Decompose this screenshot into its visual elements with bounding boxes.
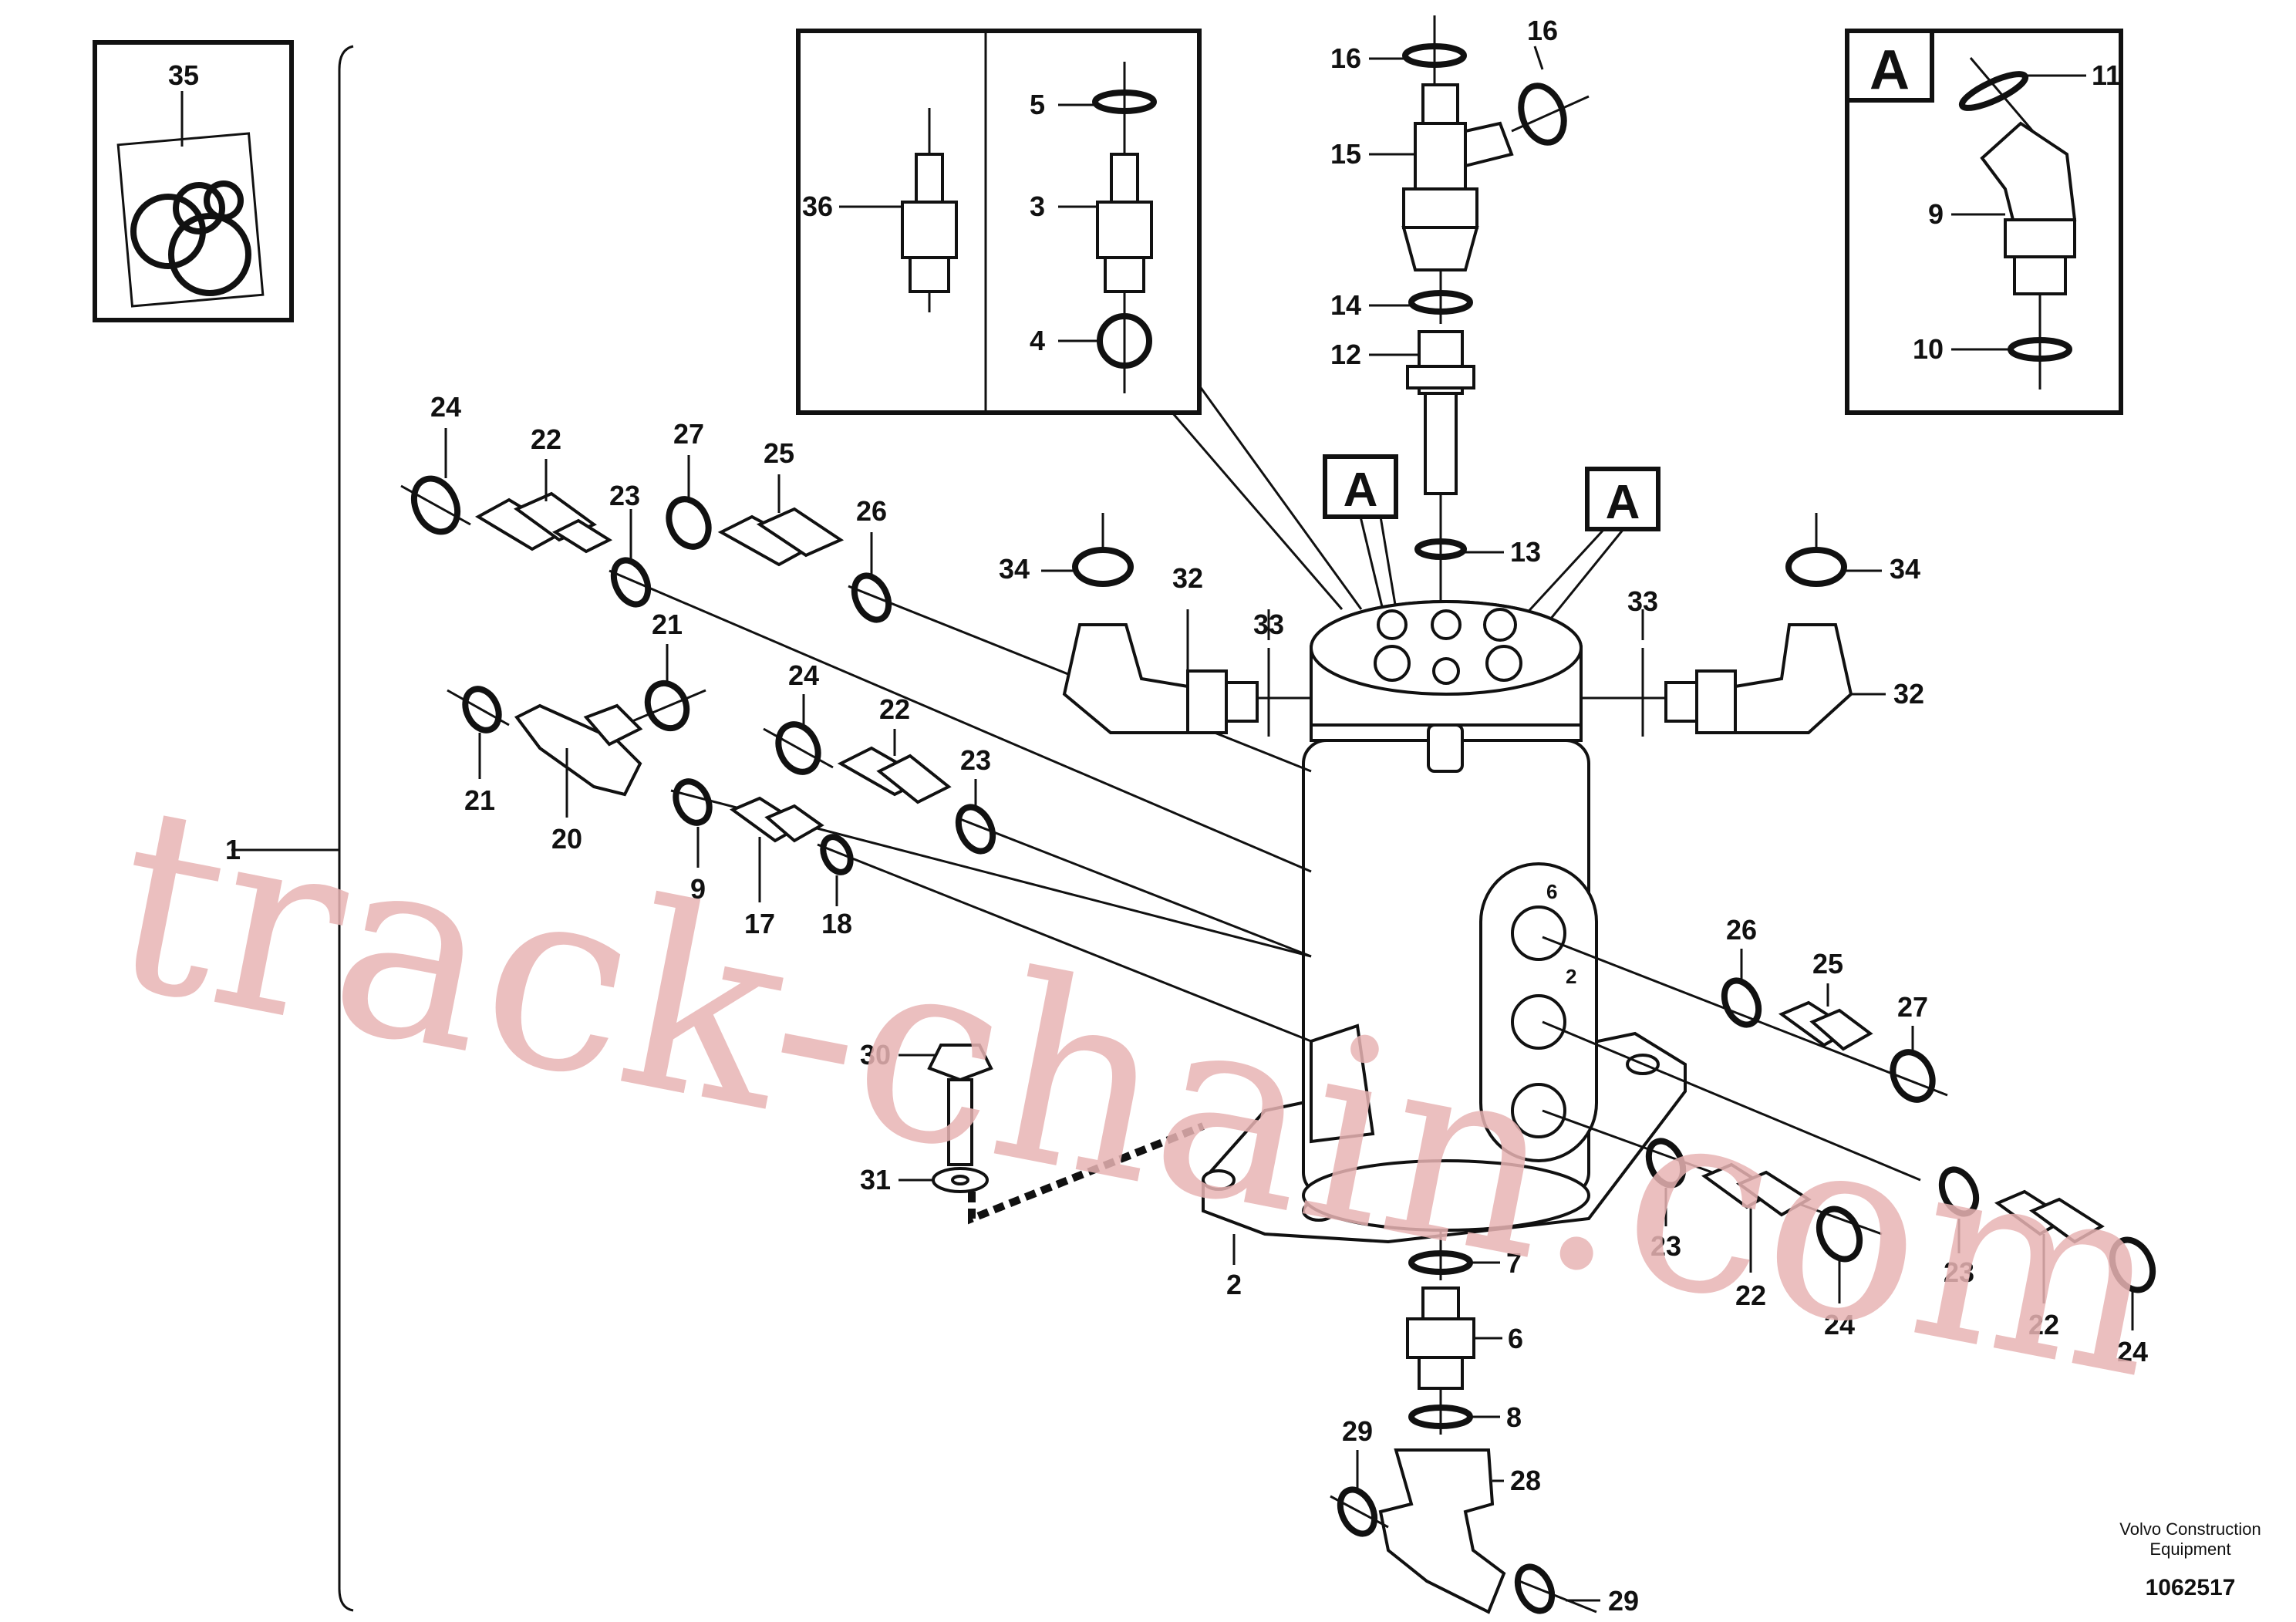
callout-28: 28: [1510, 1465, 1541, 1496]
callout-26-right: 26: [1726, 914, 1757, 946]
elbow-right-32: 34 32 33: [1581, 513, 1924, 737]
detail-a-marker-right: A: [1522, 467, 1660, 649]
top-fitting-stack: 16 16 15 14 12 13: [1330, 15, 1590, 609]
callout-22-lower-right-b: 22: [2028, 1309, 2059, 1340]
watermark: track-chain.com: [92, 748, 2186, 1435]
callout-35: 35: [168, 59, 199, 91]
callout-22-lower-right-a: 22: [1735, 1280, 1766, 1311]
callout-33-left: 33: [1253, 609, 1284, 640]
callout-24-upper-left: 24: [430, 391, 461, 423]
callout-17: 17: [744, 908, 775, 939]
callout-18: 18: [821, 908, 852, 939]
callout-15: 15: [1330, 138, 1361, 170]
bottom-fitting-stack: 7 6 8 28 29 29: [1330, 1230, 1639, 1617]
callout-12: 12: [1330, 339, 1361, 370]
svg-text:A: A: [1344, 464, 1378, 517]
callout-32-right: 32: [1893, 678, 1924, 710]
callout-32-left: 32: [1172, 562, 1203, 594]
callout-25-upper-left: 25: [764, 437, 794, 469]
callout-23-mid: 23: [960, 744, 991, 776]
swivel-joint-body: 6 2: [1202, 600, 1687, 1244]
right-lower-fittings: 23 22 24 23 22 24: [1542, 1020, 2156, 1367]
callout-23-lower-right-b: 23: [1944, 1256, 1974, 1288]
callout-31: 31: [860, 1164, 891, 1195]
callout-10: 10: [1913, 333, 1944, 365]
callout-20: 20: [551, 823, 582, 855]
callout-34-right: 34: [1890, 553, 1920, 585]
callout-4: 4: [1030, 325, 1045, 356]
right-upper-fittings: 26 25 27: [1542, 914, 1948, 1103]
port-label-2: 2: [1566, 965, 1576, 988]
document-number: 1062517: [2146, 1575, 2236, 1600]
callout-6: 6: [1508, 1323, 1523, 1354]
callout-26-upper-left: 26: [856, 495, 887, 527]
callout-33-right: 33: [1627, 585, 1658, 617]
callout-11: 11: [2092, 59, 2121, 91]
callout-23-upper-left: 23: [609, 480, 640, 511]
tee-fitting-28: [1378, 1448, 1506, 1614]
port-label-6: 6: [1546, 880, 1557, 903]
detail-box-fittings-3-36: 36 5 3 4: [796, 29, 1202, 415]
credit-line-1: Volvo Construction: [2119, 1519, 2261, 1539]
callout-22-upper-left: 22: [531, 423, 561, 455]
callout-21-top: 21: [652, 609, 683, 640]
detail-box-kit-35: 35: [93, 40, 294, 322]
callout-16-left: 16: [1330, 42, 1361, 74]
callout-9: 9: [690, 873, 706, 905]
elbow-left-32: 34 32 33: [999, 513, 1311, 737]
bolt-and-washer: 30 31: [860, 1039, 1205, 1225]
callout-30: 30: [860, 1039, 891, 1071]
callout-36: 36: [802, 191, 833, 222]
callout-2: 2: [1226, 1269, 1242, 1300]
tee-fitting-15: [1414, 122, 1467, 191]
detail-a-letter: A: [1870, 39, 1910, 101]
left-upper-fittings: 24 22 23 27 25 26: [400, 391, 1312, 873]
svg-text:A: A: [1606, 476, 1640, 529]
assembly-bracket: [338, 45, 354, 1612]
callout-9-detail: 9: [1928, 198, 1944, 230]
callout-27-upper-left: 27: [673, 418, 704, 450]
credit-line-2: Equipment: [2149, 1539, 2230, 1559]
callout-25-right: 25: [1812, 948, 1843, 980]
callout-27-right: 27: [1897, 991, 1928, 1023]
callout-29-top: 29: [1342, 1415, 1373, 1447]
callout-34-left: 34: [999, 553, 1030, 585]
detail-a-marker-left: A: [1323, 454, 1401, 633]
callout-13: 13: [1510, 536, 1541, 568]
callout-24-mid: 24: [788, 659, 819, 691]
callout-1: 1: [225, 834, 241, 865]
tee-fitting-20: [514, 703, 642, 797]
callout-8: 8: [1506, 1401, 1522, 1433]
callout-5: 5: [1030, 89, 1045, 120]
callout-23-lower-right-a: 23: [1650, 1230, 1681, 1262]
left-mid-fittings: 21 21 20 9 17 18 24 22 23: [447, 609, 1312, 1043]
callout-22-mid: 22: [879, 693, 910, 725]
callout-24-lower-right-b: 24: [2117, 1336, 2148, 1367]
callout-7: 7: [1506, 1247, 1522, 1279]
callout-16-right: 16: [1527, 15, 1558, 46]
callout-14: 14: [1330, 289, 1361, 321]
callout-3: 3: [1030, 191, 1045, 222]
callout-24-lower-right-a: 24: [1824, 1309, 1855, 1340]
detail-box-a: A 11 9 10: [1845, 29, 2123, 415]
callout-21-bottom: 21: [464, 784, 495, 816]
callout-29-bottom: 29: [1608, 1585, 1639, 1617]
